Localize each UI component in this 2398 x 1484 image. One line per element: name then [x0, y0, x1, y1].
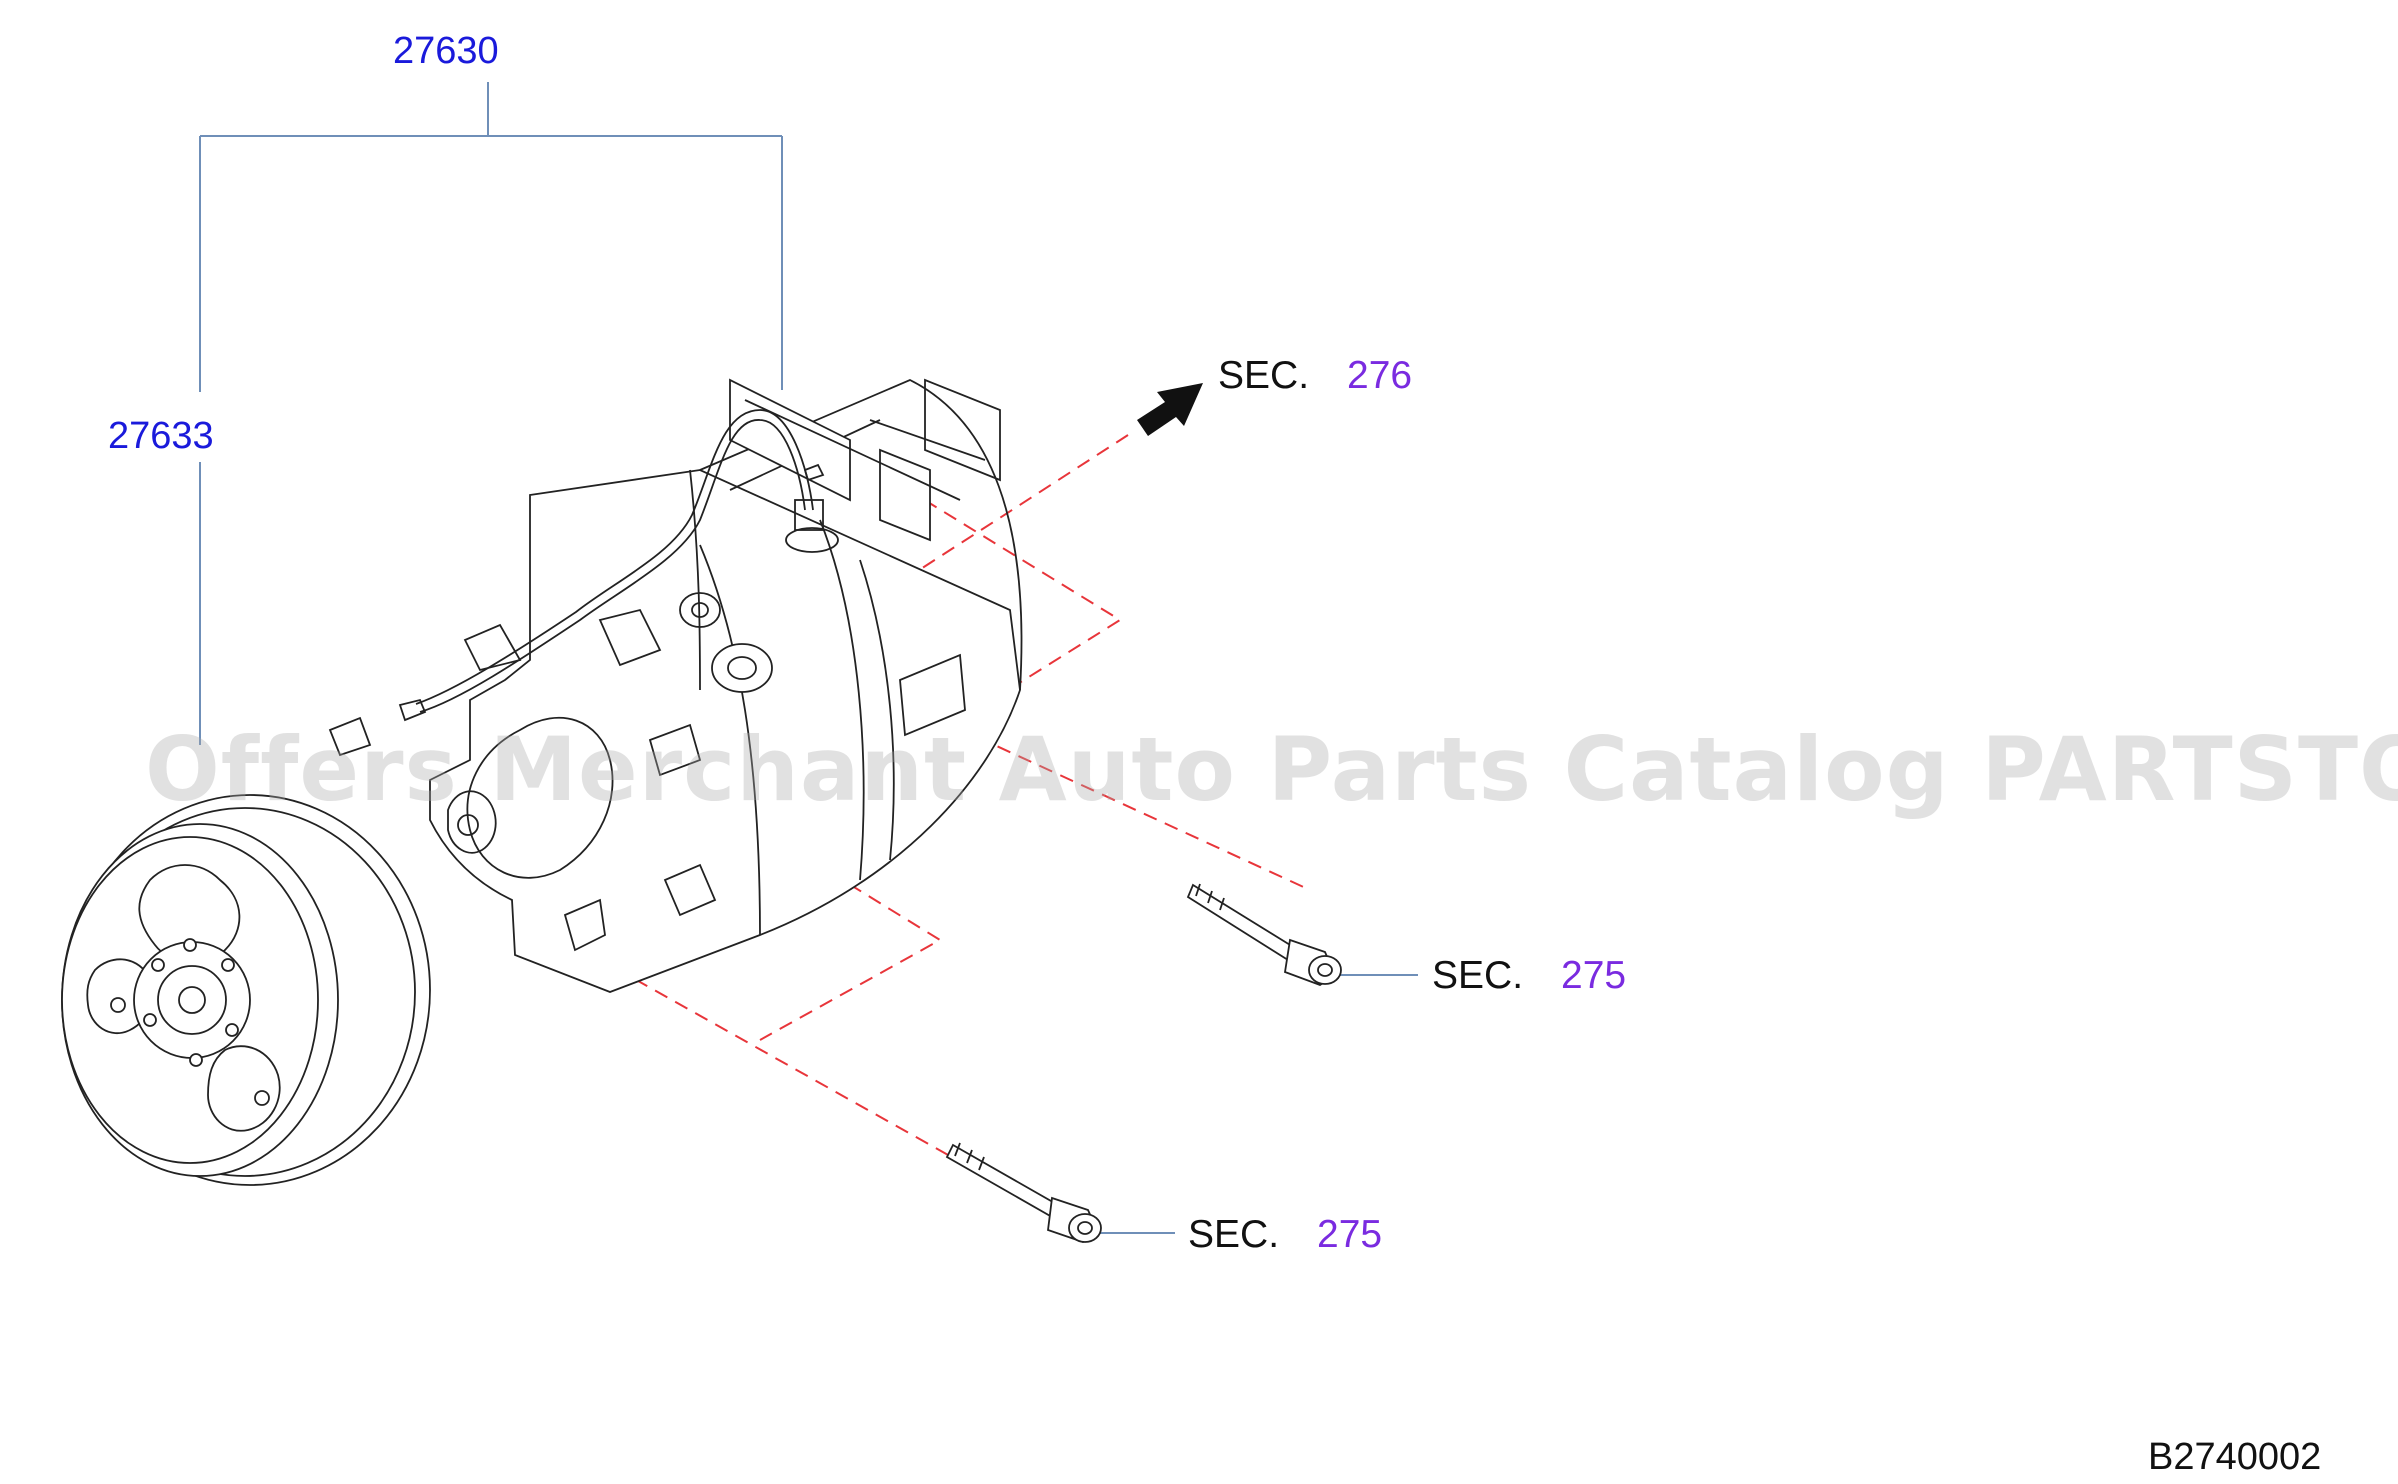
- section-reference-275-upper: SEC. 275: [1432, 956, 1626, 995]
- bolt-lower-drawing: [945, 1142, 1102, 1243]
- section-link-275-upper[interactable]: 275: [1561, 954, 1627, 997]
- section-label: SEC.: [1188, 1213, 1280, 1256]
- bolt-upper-drawing: [1186, 883, 1342, 987]
- clutch-pulley-drawing: [61, 794, 431, 1186]
- section-link-275-lower[interactable]: 275: [1317, 1213, 1383, 1256]
- arrow-icon: [1137, 383, 1203, 436]
- callout-27630[interactable]: 27630: [393, 30, 499, 72]
- section-reference-276: SEC. 276: [1218, 356, 1412, 395]
- compressor-body-drawing: [429, 378, 1023, 993]
- callout-27633[interactable]: 27633: [108, 415, 214, 457]
- callout-leader-lines: [199, 82, 1418, 1234]
- section-link-276[interactable]: 276: [1347, 354, 1413, 397]
- section-reference-275-lower: SEC. 275: [1188, 1215, 1382, 1254]
- section-label: SEC.: [1432, 954, 1524, 997]
- sensor-cable-drawing: [328, 409, 839, 757]
- section-label: SEC.: [1218, 354, 1310, 397]
- watermark-text: Offers Merchant Auto Parts Catalog PARTS…: [145, 718, 2398, 821]
- diagram-code: B2740002: [2148, 1436, 2322, 1478]
